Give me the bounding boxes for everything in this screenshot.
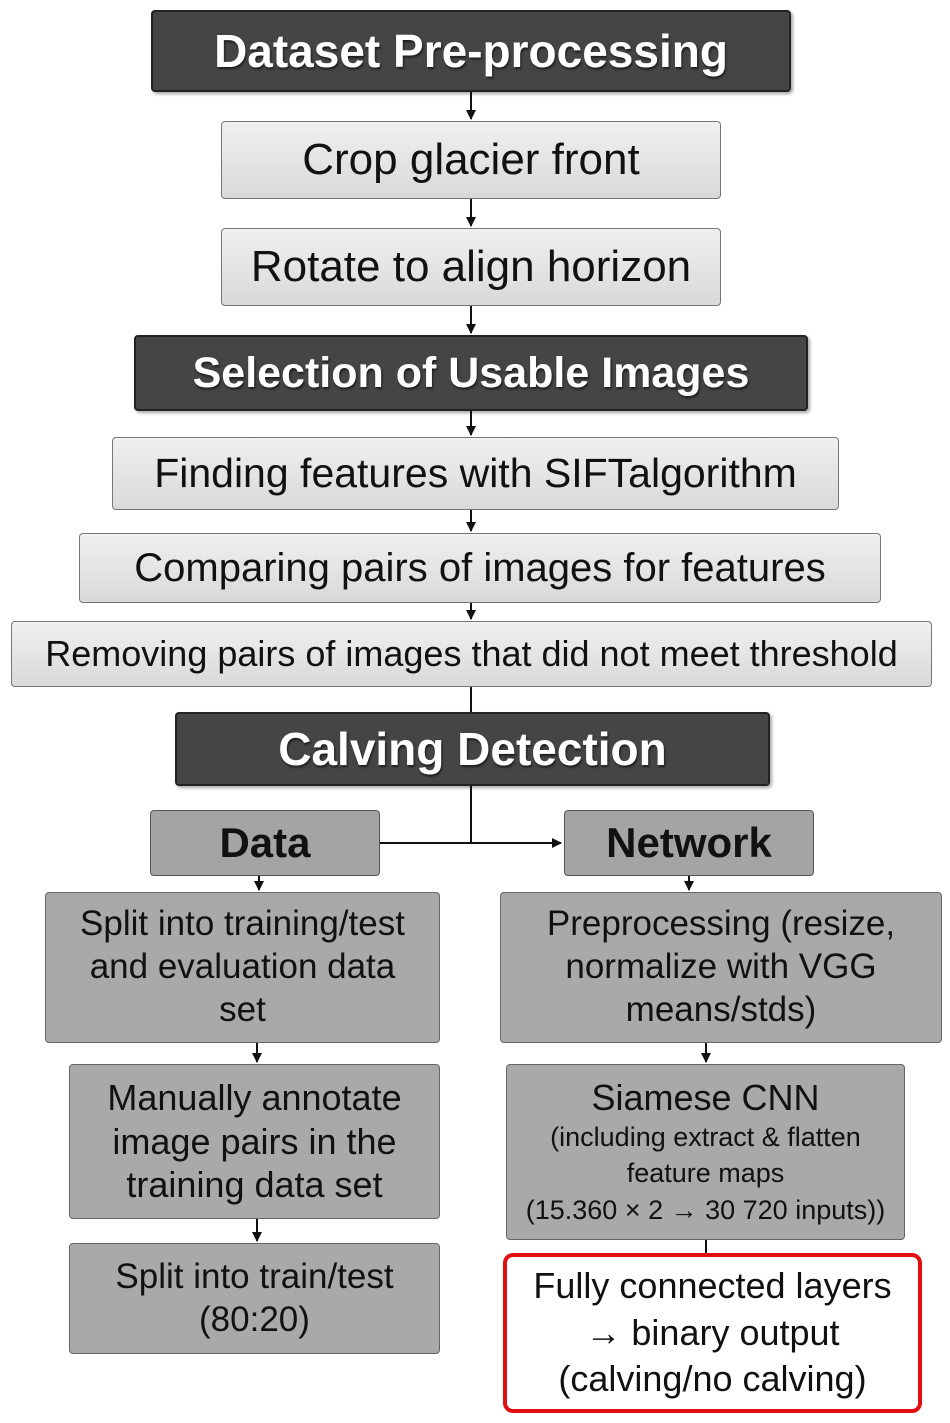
text-line: → binary output	[585, 1311, 840, 1353]
step-split-train-test: Split into train/test (80:20)	[69, 1243, 440, 1354]
step-network-preprocessing: Preprocessing (resize, normalize with VG…	[500, 892, 942, 1043]
text-line: Split into training/test	[80, 904, 405, 944]
branch-network: Network	[564, 810, 814, 876]
siamese-detail-line: (including extract & flatten	[550, 1121, 861, 1152]
step-crop-glacier-front: Crop glacier front	[221, 121, 721, 199]
step-compare-pairs: Comparing pairs of images for features	[79, 533, 881, 603]
step-sift-features: Finding features with SIFTalgorithm	[112, 437, 839, 510]
siamese-title: Siamese CNN	[591, 1076, 820, 1118]
branch-data: Data	[150, 810, 380, 876]
text-line: means/stds)	[625, 989, 817, 1029]
siamese-detail-line: (15.360 × 2 → 30 720 inputs))	[525, 1194, 886, 1225]
section-title: Dataset Pre-processing	[214, 25, 728, 77]
step-manual-annotation: Manually annotate image pairs in the tra…	[69, 1064, 440, 1219]
step-remove-pairs: Removing pairs of images that did not me…	[11, 621, 932, 687]
text-line: Manually annotate	[107, 1076, 402, 1118]
text-line: training data set	[126, 1164, 383, 1206]
step-label: Crop glacier front	[302, 135, 640, 184]
section-selection-usable-images: Selection of Usable Images	[134, 335, 808, 411]
step-label: Finding features with SIFTalgorithm	[154, 450, 797, 496]
section-dataset-preprocessing: Dataset Pre-processing	[151, 10, 791, 92]
step-rotate-horizon: Rotate to align horizon	[221, 228, 721, 306]
step-label: Removing pairs of images that did not me…	[45, 633, 898, 674]
section-title: Selection of Usable Images	[192, 348, 750, 397]
siamese-detail-line: feature maps	[626, 1158, 785, 1189]
step-split-training-evaluation: Split into training/test and evaluation …	[45, 892, 440, 1043]
branch-label: Network	[606, 819, 772, 866]
section-title: Calving Detection	[278, 723, 667, 775]
step-fully-connected-output: Fully connected layers → binary output (…	[503, 1253, 922, 1413]
text-line: Split into train/test	[115, 1256, 394, 1296]
text-line: set	[219, 989, 266, 1029]
text-line: Preprocessing (resize,	[546, 904, 896, 944]
step-siamese-cnn: Siamese CNN (including extract & flatten…	[506, 1064, 905, 1240]
text-line: image pairs in the	[112, 1120, 397, 1162]
section-calving-detection: Calving Detection	[175, 712, 770, 786]
step-label: Comparing pairs of images for features	[134, 545, 826, 590]
text-line: (80:20)	[199, 1299, 310, 1339]
text-line: Fully connected layers	[533, 1264, 892, 1306]
step-label: Rotate to align horizon	[250, 242, 692, 291]
text-line: and evaluation data	[89, 947, 396, 987]
text-line: normalize with VGG	[565, 947, 877, 987]
branch-label: Data	[219, 819, 311, 866]
text-line: (calving/no calving)	[558, 1358, 867, 1400]
